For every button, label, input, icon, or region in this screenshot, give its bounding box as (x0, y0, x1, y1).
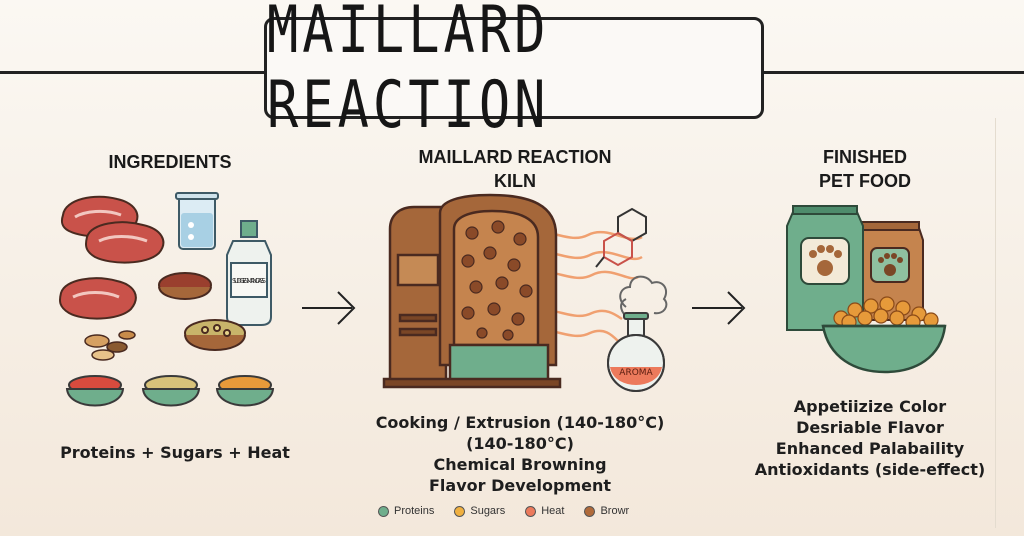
ingredients-caption: Proteins + Sugars + Heat (50, 442, 300, 463)
arrow-icon (302, 291, 356, 325)
bowl-icon (184, 319, 246, 351)
molecule-icon (595, 207, 647, 268)
kiln-illustration: AROMA (382, 193, 668, 392)
page-title: MAILLARD REACTION (267, 0, 550, 143)
paw-icon (878, 253, 903, 276)
jar-label: SUDGE & MANO ASS (232, 277, 267, 285)
kiln-caption-line: Flavor Development (429, 476, 611, 495)
bowl-icon (158, 272, 212, 300)
kiln-caption-line: (140-180°C) (466, 434, 574, 453)
kiln-heading-line1: MAILLARD REACTION (418, 147, 612, 167)
pet-food-illustration (786, 205, 947, 374)
ingredients-caption-text: Proteins + Sugars + Heat (60, 443, 290, 462)
legend-item-proteins: Proteins (378, 505, 434, 517)
bowl-icon (141, 375, 201, 407)
flask-icon (607, 312, 665, 392)
ingredients-illustration: SUDGE & MANO ASS (59, 192, 275, 407)
legend-label: Heat (541, 505, 565, 517)
legend-item-sugars: Sugars (454, 505, 505, 517)
paw-icon (809, 245, 842, 276)
kiln-caption-line: Chemical Browning (433, 455, 607, 474)
flask-label: AROMA (619, 368, 653, 378)
bowl-icon (821, 324, 947, 374)
arrow-icon (692, 291, 746, 325)
ingredients-heading-text: INGREDIENTS (108, 152, 232, 172)
finished-caption-line: Antioxidants (side-effect) (754, 460, 986, 479)
legend-item-brown: Browr (584, 505, 629, 517)
kibble-pieces (461, 220, 533, 341)
kiln-heading-line2: KILN (494, 171, 536, 191)
food-bag-icon (786, 205, 864, 331)
title-rule-left (0, 71, 266, 74)
legend-item-heat: Heat (525, 505, 564, 517)
bowl-icon (215, 375, 275, 407)
finished-heading-line1: FINISHED (822, 147, 907, 167)
title-box: MAILLARD REACTION (264, 0, 764, 143)
kiln-captions: Cooking / Extrusion (140-180°C) (140-180… (360, 412, 680, 496)
steak-icon (59, 277, 137, 320)
legend: Proteins Sugars Heat Browr (378, 503, 678, 519)
legend-dot (525, 505, 537, 517)
bowl-icon (65, 375, 125, 407)
steak-icon (85, 221, 165, 264)
beaker-icon (175, 192, 219, 250)
title-rule-right (762, 71, 1024, 74)
legend-dot (454, 505, 466, 517)
right-edge-divider (995, 118, 996, 528)
finished-caption-line: Appetiizize Color (793, 397, 947, 416)
legend-dot (378, 505, 389, 517)
kiln-caption-line: Cooking / Extrusion (140-180°C) (375, 413, 665, 432)
finished-heading-line2: PET FOOD (818, 171, 911, 191)
legend-label: Browr (600, 505, 630, 517)
ingredients-heading: INGREDIENTS (80, 150, 260, 174)
kiln-heading: MAILLARD REACTION KILN (380, 145, 650, 193)
legend-label: Proteins (394, 505, 435, 517)
bottle-icon (226, 220, 272, 326)
legend-dot (584, 505, 596, 517)
finished-heading: FINISHED PET FOOD (775, 145, 955, 193)
food-bag-icon (854, 221, 924, 321)
finished-caption-line: Desriable Flavor (796, 418, 944, 437)
finished-captions: Appetiizize Color Desriable Flavor Enhan… (750, 396, 990, 480)
nuts-icon (84, 330, 136, 361)
legend-label: Sugars (470, 505, 506, 517)
finished-caption-line: Enhanced Palabaility (775, 439, 965, 458)
